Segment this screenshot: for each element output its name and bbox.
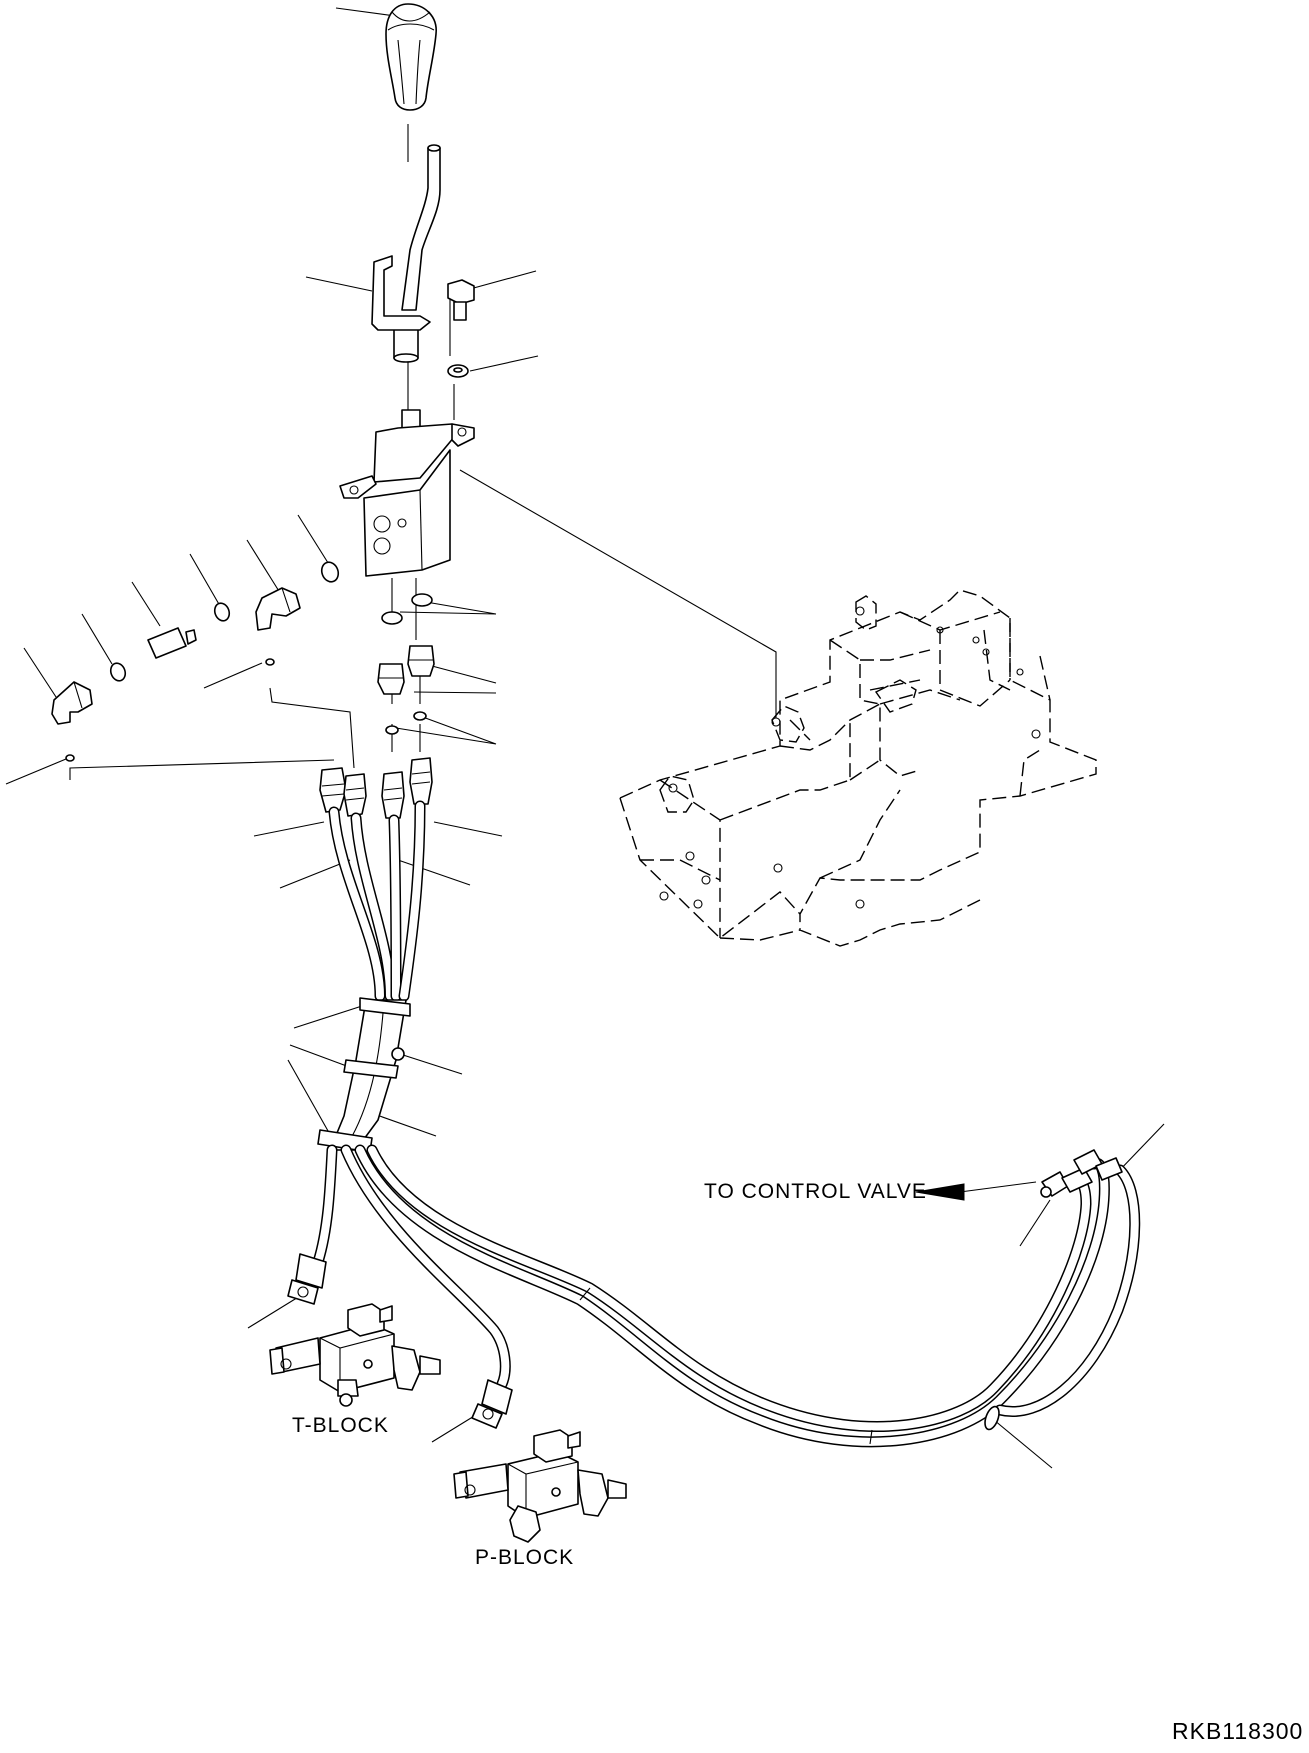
adapter — [147, 627, 197, 659]
leader-elbow-b — [23, 647, 59, 701]
leader-washer — [469, 355, 539, 372]
leader-hose-end-t — [247, 1295, 301, 1329]
leader-hose-3 — [433, 821, 503, 837]
leader-band-1 — [293, 1005, 363, 1029]
leader-oring-b — [189, 553, 221, 607]
leader-hose-1 — [253, 821, 325, 837]
leader-hose-2 — [279, 859, 351, 889]
oring-c — [109, 662, 127, 682]
leader-fitting-right — [413, 665, 497, 694]
hose-bundle — [328, 800, 426, 1002]
reference-line-valve-to-frame — [459, 469, 777, 718]
hose-fittings — [319, 757, 433, 819]
console-frame — [619, 589, 1097, 947]
hose-routes — [312, 1144, 1141, 1448]
pilot-valve — [339, 409, 475, 577]
oring-a — [320, 561, 340, 583]
control-valve-connectors — [1040, 1149, 1123, 1198]
hose-end-t — [287, 1253, 327, 1305]
port-fittings — [377, 645, 435, 695]
label-t-block: T-BLOCK — [292, 1414, 389, 1437]
reference-line-oring-to-hose-b — [269, 687, 355, 769]
leader-lines — [5, 7, 1165, 1469]
leader-connector-right-b — [1019, 1199, 1051, 1247]
port-orings — [381, 593, 433, 735]
elbow-fitting-a — [255, 587, 301, 631]
t-block-assembly — [269, 1303, 441, 1407]
leader-tie — [993, 1419, 1053, 1469]
bolt — [447, 279, 475, 321]
leader-adapter — [131, 581, 161, 627]
washer — [447, 364, 469, 378]
leader-oring-a — [297, 514, 331, 567]
hose-end-p — [471, 1379, 513, 1429]
reference-line-oring-to-hose — [69, 759, 335, 780]
leader-bracket — [305, 276, 373, 292]
leader-connector-right — [1115, 1123, 1165, 1175]
leader-hose-4 — [397, 859, 471, 886]
label-p-block: P-BLOCK — [475, 1546, 575, 1569]
drawing-number: RKB118300 — [1172, 1718, 1304, 1744]
leader-clamp — [399, 1053, 463, 1075]
elbow-fitting-b — [51, 681, 93, 725]
leader-oring-right-2 — [395, 715, 497, 745]
p-block-assembly — [453, 1429, 627, 1543]
leader-elbow-a — [246, 539, 283, 597]
small-orings — [65, 658, 275, 762]
leader-sleeve — [287, 1059, 333, 1139]
leader-sleeve-b — [373, 1113, 437, 1137]
leader-bolt — [469, 270, 537, 290]
lever-bracket — [371, 255, 431, 331]
leader-oring-e — [203, 662, 263, 689]
leader-band-2 — [289, 1044, 353, 1069]
lever-knob — [385, 3, 437, 111]
leader-oring-c — [81, 613, 113, 665]
direction-arrow — [915, 1181, 1037, 1201]
hose-tie — [984, 1405, 1000, 1431]
leader-oring-d — [5, 758, 67, 785]
reference-line-center — [407, 124, 455, 420]
oring-b — [213, 602, 231, 622]
label-to-control-valve: TO CONTROL VALVE — [704, 1180, 927, 1203]
lever-rod — [393, 144, 441, 363]
